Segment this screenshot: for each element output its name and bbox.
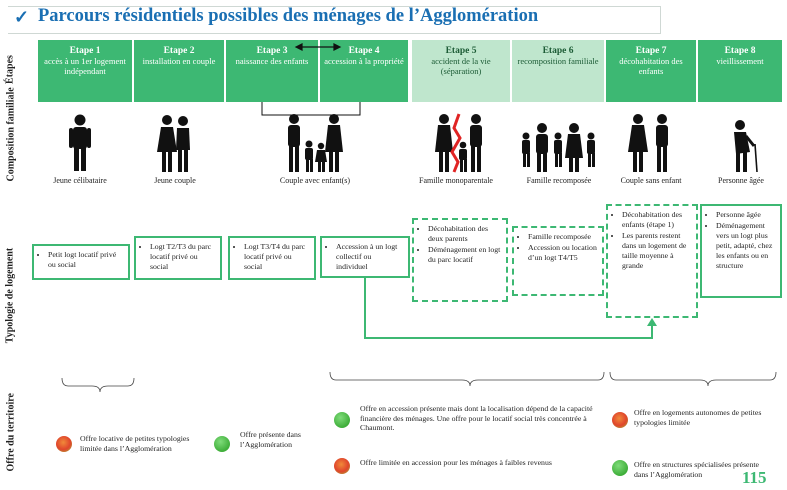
elderly-person-icon <box>734 120 758 173</box>
step-8-number: Etape 8 <box>724 46 756 56</box>
step-3-text: naissance des enfants <box>235 56 309 66</box>
offer-text-1: Offre locative de petites typologies lim… <box>80 434 190 453</box>
family-with-children-icon <box>288 114 343 172</box>
step-1: Etape 1 accès à un 1er logement indépend… <box>38 40 132 102</box>
step-1-text: accès à un 1er logement indépendant <box>44 56 126 76</box>
offer-text-3: Offre en accession présente mais dont la… <box>360 404 593 432</box>
status-dot-green <box>612 460 628 476</box>
family-label-7: Personne âgée <box>718 176 764 185</box>
housing-8-item-2: Déménagement vers un logt plus petit, ad… <box>716 221 775 271</box>
check-icon: ✓ <box>14 7 30 27</box>
step-2: Etape 2 installation en couple <box>134 40 224 102</box>
step-5-text: accident de la vie (séparation) <box>431 56 491 76</box>
family-label-2: Jeune couple <box>154 176 196 185</box>
page-number: 115 <box>742 468 767 487</box>
couple-without-child-icon <box>628 114 668 172</box>
housing-4-item-1: Accession à un logt collectif ou individ… <box>336 242 403 272</box>
housing-5-item-2: Déménagement en logt du parc locatif <box>428 245 501 265</box>
housing-6-item-2: Accession ou location d’un logt T4/T5 <box>528 243 597 263</box>
step-6: Etape 6 recomposition familiale <box>512 40 604 102</box>
single-person-icon <box>69 114 91 171</box>
couple-icon <box>157 115 190 172</box>
family-label-5: Famille recomposée <box>526 176 592 185</box>
family-label-4: Famille monoparentale <box>419 176 493 185</box>
housing-box-6: Famille recomposée Accession ou location… <box>512 226 604 296</box>
status-dot-green <box>214 436 230 452</box>
step-5: Etape 5 accident de la vie (séparation) <box>412 40 510 102</box>
step-2-text: installation en couple <box>142 56 216 66</box>
housing-box-5: Décohabitation des deux parents Déménage… <box>412 218 508 302</box>
offer-text-6: Offre en structures spécialisées présent… <box>634 460 759 479</box>
family-label-1: Jeune célibataire <box>53 176 107 185</box>
single-parent-family-icon <box>435 113 482 173</box>
housing-box-2: Logt T2/T3 du parc locatif privé ou soci… <box>134 236 222 280</box>
housing-2-item-1: Logt T2/T3 du parc locatif privé ou soci… <box>150 242 215 272</box>
housing-7-item-1: Décohabitation des enfants (étape 1) <box>622 210 691 230</box>
housing-7-item-2: Les parents restent dans un logement de … <box>622 231 691 271</box>
offer-text-2: Offre présente dans l’Agglomération <box>240 430 301 449</box>
title-frame <box>8 6 661 34</box>
step-3: Etape 3 naissance des enfants <box>226 40 318 102</box>
step-6-text: recomposition familiale <box>517 56 599 66</box>
family-label-6: Couple sans enfant <box>620 176 682 185</box>
step-4-text: accession à la propriété <box>324 56 404 66</box>
step-7-text: décohabitation des enfants <box>619 56 683 76</box>
step-4-number: Etape 4 <box>348 46 380 56</box>
housing-box-1: Petit logt locatif privé ou social <box>32 244 130 280</box>
step-8: Etape 8 vieillissement <box>698 40 782 102</box>
offer-text-4: Offre limitée en accession pour les ména… <box>360 458 552 467</box>
housing-box-8: Personne âgée Déménagement vers un logt … <box>700 204 782 298</box>
housing-3-item-1: Logt T3/T4 du parc locatif privé ou soci… <box>244 242 309 272</box>
housing-1-item-1: Petit logt locatif privé ou social <box>48 250 123 270</box>
status-dot-orange <box>334 458 350 474</box>
housing-6-item-1: Famille recomposée <box>528 232 597 242</box>
step-2-number: Etape 2 <box>163 46 195 56</box>
status-dot-green <box>334 412 350 428</box>
step-8-text: vieillissement <box>716 56 764 66</box>
status-dot-orange <box>56 436 72 452</box>
step-5-number: Etape 5 <box>445 46 477 56</box>
step-7: Etape 7 décohabitation des enfants <box>606 40 696 102</box>
page-title: Parcours résidentiels possibles des ména… <box>38 6 539 26</box>
housing-8-item-1: Personne âgée <box>716 210 775 220</box>
family-label-3: Couple avec enfant(s) <box>279 176 351 185</box>
step-3-number: Etape 3 <box>256 46 288 56</box>
housing-5-item-1: Décohabitation des deux parents <box>428 224 501 244</box>
step-7-number: Etape 7 <box>635 46 667 56</box>
step-6-number: Etape 6 <box>542 46 574 56</box>
housing-box-4: Accession à un logt collectif ou individ… <box>320 236 410 278</box>
step-1-number: Etape 1 <box>69 46 101 56</box>
status-dot-orange <box>612 412 628 428</box>
offer-text-5: Offre en logements autonomes de petites … <box>634 408 762 427</box>
housing-box-3: Logt T3/T4 du parc locatif privé ou soci… <box>228 236 316 280</box>
blended-family-icon <box>522 123 595 172</box>
housing-box-7: Décohabitation des enfants (étape 1) Les… <box>606 204 698 318</box>
